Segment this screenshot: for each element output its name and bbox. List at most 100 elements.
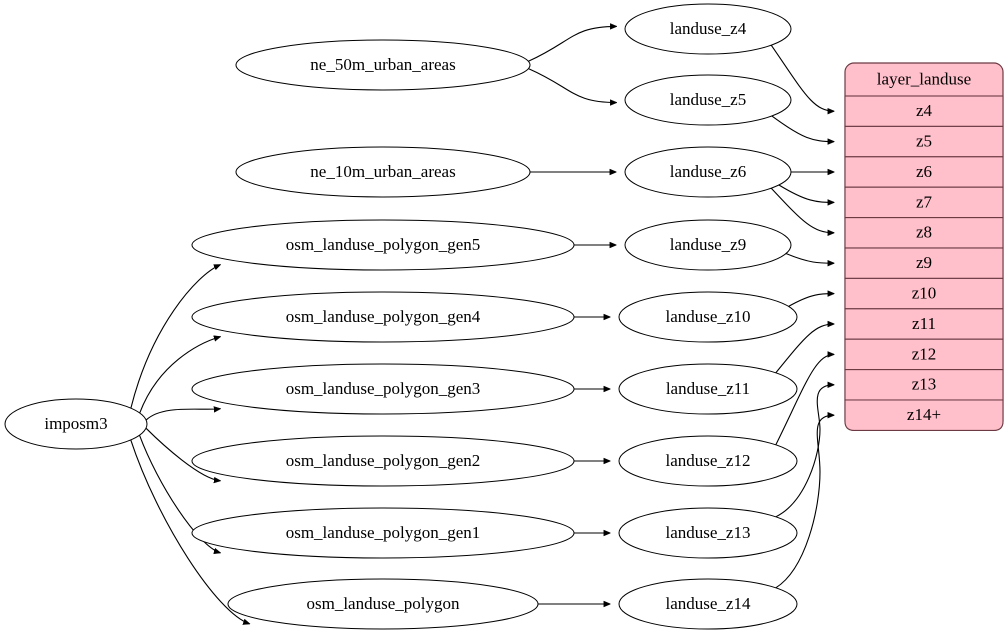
- node-osm_landuse_polygon_gen2[interactable]: osm_landuse_polygon_gen2: [191, 435, 575, 487]
- node-landuse_z10[interactable]: landuse_z10: [618, 291, 798, 343]
- node-shape: [191, 435, 575, 487]
- node-label: osm_landuse_polygon_gen3: [286, 379, 481, 398]
- node-osm_landuse_polygon_gen4[interactable]: osm_landuse_polygon_gen4: [191, 291, 575, 343]
- node-osm_landuse_polygon_gen3[interactable]: osm_landuse_polygon_gen3: [191, 363, 575, 415]
- table-row[interactable]: z14+: [844, 399, 1004, 431]
- node-shape: [191, 363, 575, 415]
- table-row[interactable]: z11: [844, 308, 1004, 340]
- node-imposm3[interactable]: imposm3: [4, 398, 148, 450]
- table-row[interactable]: z5: [844, 125, 1004, 158]
- table-row-label: z5: [916, 132, 932, 151]
- table-row-label: z10: [912, 284, 937, 303]
- node-label: imposm3: [44, 414, 107, 433]
- node-shape: [235, 39, 531, 91]
- node-shape: [618, 363, 798, 415]
- table-row[interactable]: z9: [844, 247, 1004, 279]
- node-landuse_z4[interactable]: landuse_z4: [624, 3, 792, 55]
- table-row-label: z8: [916, 223, 932, 242]
- node-osm_landuse_polygon[interactable]: osm_landuse_polygon: [227, 578, 539, 630]
- node-label: osm_landuse_polygon_gen2: [286, 451, 481, 470]
- edge-imposm3-to-osm_landuse_polygon_gen3: [145, 409, 220, 421]
- edge-imposm3-to-osm_landuse_polygon_gen1: [138, 434, 221, 553]
- edge-landuse_z12-to-row-z12: [775, 354, 834, 446]
- node-ne_50m_urban_areas[interactable]: ne_50m_urban_areas: [235, 39, 531, 91]
- edge-landuse_z13-to-row-z13: [775, 385, 834, 518]
- node-label: landuse_z11: [666, 379, 750, 398]
- node-shape: [624, 74, 792, 126]
- node-label: landuse_z12: [666, 451, 751, 470]
- node-shape: [624, 219, 792, 271]
- table-row[interactable]: z12: [844, 338, 1004, 371]
- node-landuse_z9[interactable]: landuse_z9: [624, 219, 792, 271]
- edge-ne_50m_urban_areas-to-landuse_z5: [528, 68, 616, 103]
- node-label: landuse_z5: [670, 90, 746, 109]
- node-shape: [191, 219, 575, 271]
- table-row-label: z9: [916, 253, 932, 272]
- nodes-layer: imposm3 ne_50m_urban_areas ne_10m_urban_ar…: [4, 3, 798, 630]
- node-osm_landuse_polygon_gen5[interactable]: osm_landuse_polygon_gen5: [191, 219, 575, 271]
- table-row[interactable]: z10: [844, 277, 1004, 310]
- node-label: landuse_z4: [670, 19, 747, 38]
- node-landuse_z5[interactable]: landuse_z5: [624, 74, 792, 126]
- table-row-label: z14+: [907, 405, 941, 424]
- edge-imposm3-to-osm_landuse_polygon_gen2: [145, 427, 220, 481]
- edge-landuse_z6-to-row-z7: [778, 184, 834, 202]
- node-label: ne_50m_urban_areas: [310, 55, 455, 74]
- table-row-cell-bg: [844, 369, 1004, 401]
- node-shape: [4, 398, 148, 450]
- node-label: osm_landuse_polygon_gen1: [286, 523, 481, 542]
- table-row[interactable]: z7: [844, 186, 1004, 219]
- edge-imposm3-to-osm_landuse_polygon_gen5: [130, 264, 220, 409]
- edge-landuse_z14-to-row-z14+: [775, 415, 834, 589]
- edge-imposm3-to-osm_landuse_polygon: [130, 439, 250, 624]
- node-shape: [618, 507, 798, 559]
- node-osm_landuse_polygon_gen1[interactable]: osm_landuse_polygon_gen1: [191, 507, 575, 559]
- edge-landuse_z11-to-row-z11: [775, 324, 834, 374]
- table-row-label: z7: [916, 192, 933, 211]
- node-landuse_z14[interactable]: landuse_z14: [618, 578, 798, 630]
- edge-landuse_z5-to-row-z5: [771, 115, 834, 142]
- table-row[interactable]: z4: [844, 95, 1004, 127]
- node-shape: [227, 578, 539, 630]
- node-ne_10m_urban_areas[interactable]: ne_10m_urban_areas: [235, 146, 531, 198]
- edges-layer: [130, 26, 834, 624]
- node-label: landuse_z10: [666, 307, 751, 326]
- node-landuse_z6[interactable]: landuse_z6: [624, 146, 792, 198]
- table-row-cell-bg: [844, 399, 1004, 431]
- edge-landuse_z4-to-row-z4: [770, 44, 834, 111]
- node-landuse_z12[interactable]: landuse_z12: [618, 435, 798, 487]
- edge-ne_50m_urban_areas-to-landuse_z4: [528, 26, 616, 62]
- table-row-label: z13: [912, 375, 937, 394]
- table-header-label: layer_landuse: [877, 69, 971, 88]
- node-landuse_z11[interactable]: landuse_z11: [618, 363, 798, 415]
- node-landuse_z13[interactable]: landuse_z13: [618, 507, 798, 559]
- edge-landuse_z9-to-row-z9: [785, 253, 834, 264]
- table-row[interactable]: z13: [844, 369, 1004, 401]
- node-shape: [624, 3, 792, 55]
- node-label: landuse_z6: [670, 162, 746, 181]
- table-row[interactable]: z6: [844, 156, 1004, 188]
- node-label: osm_landuse_polygon_gen5: [286, 235, 481, 254]
- node-shape: [618, 291, 798, 343]
- table-row[interactable]: z8: [844, 217, 1004, 249]
- table-row-label: z12: [912, 344, 937, 363]
- edge-landuse_z6-to-row-z8: [770, 187, 834, 233]
- edge-imposm3-to-osm_landuse_polygon_gen4: [139, 337, 220, 414]
- table-row-cell-bg: [844, 186, 1004, 219]
- node-label: ne_10m_urban_areas: [310, 162, 455, 181]
- table-row-label: z4: [916, 101, 933, 120]
- table-row-cell-bg: [844, 125, 1004, 158]
- layer-landuse-table: layer_landuse z4 z5 z6 z7 z8 z9 z10 z11 z12 z13 z14…: [844, 62, 1004, 431]
- node-label: landuse_z14: [666, 594, 751, 613]
- table-row-cell-bg: [844, 338, 1004, 371]
- node-shape: [191, 291, 575, 343]
- table-row-label: z6: [916, 162, 932, 181]
- node-label: landuse_z9: [670, 235, 746, 254]
- node-label: osm_landuse_polygon_gen4: [286, 307, 481, 326]
- node-shape: [235, 146, 531, 198]
- node-shape: [618, 578, 798, 630]
- table-row-cell-bg: [844, 277, 1004, 310]
- edge-landuse_z10-to-row-z10: [788, 294, 834, 307]
